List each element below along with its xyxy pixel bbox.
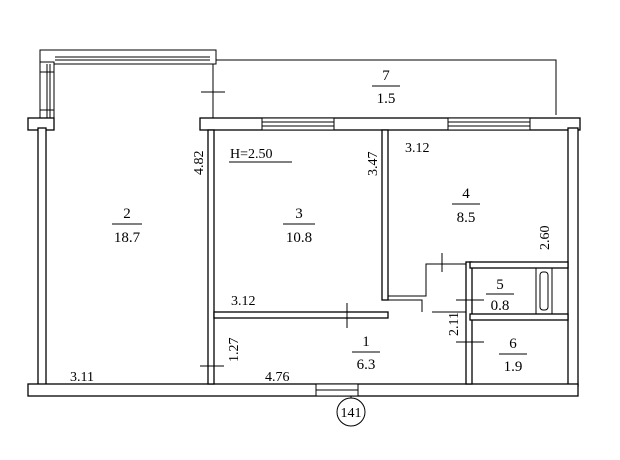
dim-room2-height: 4.82 — [192, 151, 207, 176]
room-3-number: 3 — [295, 206, 303, 222]
room-1-label: 1 6.3 — [352, 334, 380, 373]
room-2-number: 2 — [123, 206, 131, 222]
dim-room4-height: 2.60 — [538, 226, 553, 251]
interior-walls — [207, 129, 569, 385]
room-6-label: 6 1.9 — [499, 336, 527, 375]
room-7-number: 7 — [382, 68, 390, 84]
outer-walls — [27, 117, 581, 397]
door-marks — [200, 253, 484, 367]
dim-hall-width: 4.76 — [265, 370, 290, 385]
ceiling-height-label: H=2.50 — [229, 147, 292, 163]
room-7-area: 1.5 — [377, 91, 396, 107]
room-7-label: 7 1.5 — [372, 68, 400, 107]
dim-room3-width: 3.12 — [231, 294, 256, 309]
room-5-area: 0.8 — [491, 298, 510, 314]
dim-hall-height: 1.27 — [227, 338, 242, 363]
bathtub-icon — [535, 267, 553, 315]
room-3-label: 3 10.8 — [283, 206, 315, 246]
room-4-area: 8.5 — [457, 210, 476, 226]
room-2-area: 18.7 — [114, 230, 141, 246]
dim-room3-height: 3.47 — [366, 152, 381, 177]
room-4-label: 4 8.5 — [452, 186, 480, 226]
dim-bath-height: 2.11 — [447, 312, 462, 336]
room-1-number: 1 — [362, 334, 370, 350]
dim-room4-width: 3.12 — [405, 141, 430, 156]
room-2-label: 2 18.7 — [112, 206, 142, 246]
room-1-area: 6.3 — [357, 357, 376, 373]
balcony — [201, 59, 557, 118]
apartment-number-marker: 141 — [336, 396, 366, 427]
room-4-number: 4 — [462, 186, 470, 202]
apartment-number: 141 — [341, 406, 362, 421]
room-3-area: 10.8 — [286, 230, 312, 246]
room-5-number: 5 — [496, 277, 504, 293]
dim-room2-width: 3.11 — [70, 370, 94, 385]
room-6-number: 6 — [509, 336, 517, 352]
ceiling-height: H=2.50 — [230, 147, 273, 162]
room-6-area: 1.9 — [504, 359, 523, 375]
loggia-frame — [39, 49, 217, 121]
room-5-label: 5 0.8 — [486, 277, 514, 314]
dimension-labels: 4.82 3.11 3.47 3.12 3.12 2.60 4.76 1.27 … — [70, 141, 553, 385]
